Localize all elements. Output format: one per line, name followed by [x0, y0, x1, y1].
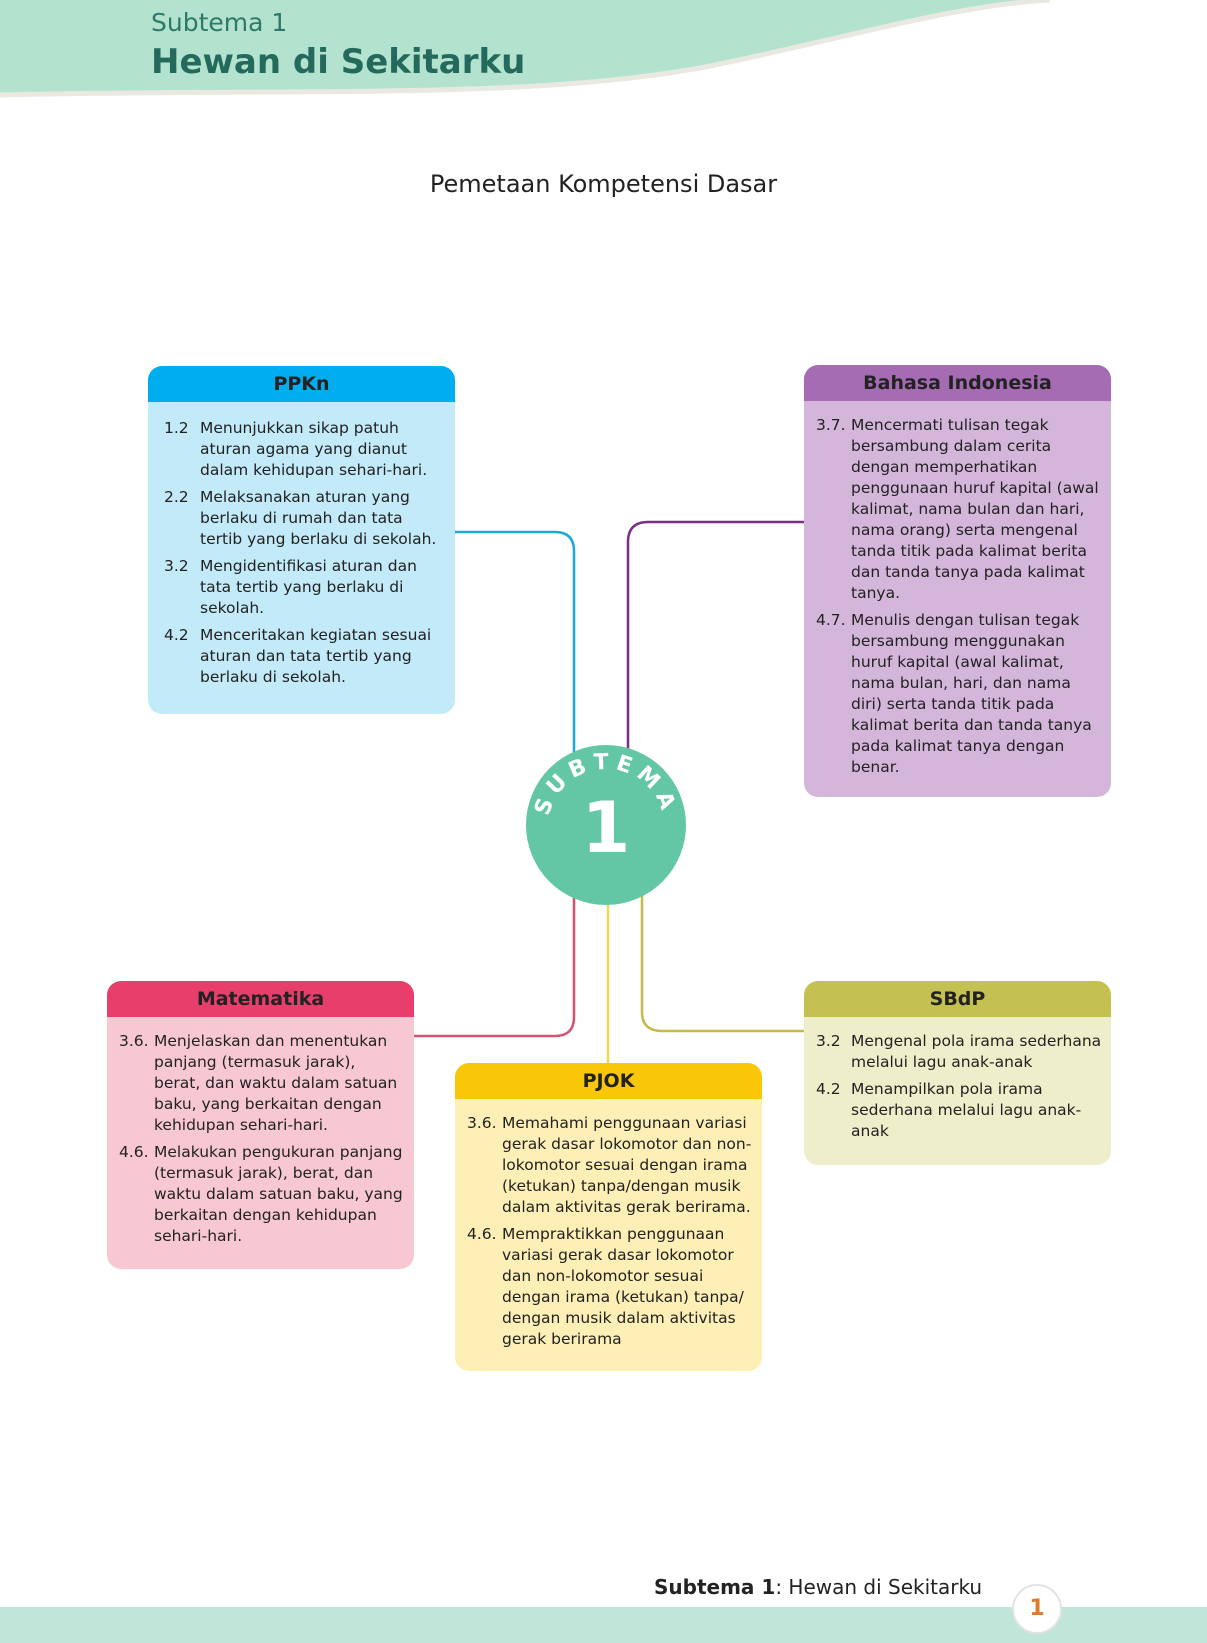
kd-number: 4.2 — [164, 626, 189, 644]
kd-text: Menulis dengan tulisan tegak bersambung … — [851, 611, 1092, 776]
kd-text: Menjelaskan dan menentukan panjang (term… — [154, 1032, 398, 1134]
header-wave — [0, 0, 1051, 98]
subtema-number: 1 — [581, 787, 631, 869]
kd-number: 1.2 — [164, 419, 189, 437]
card-sbdp-title: SBdP — [804, 981, 1111, 1017]
card-pjok: PJOK 3.6. Memahami penggunaan variasi ger… — [455, 1063, 762, 1371]
card-bahasa-indonesia: Bahasa Indonesia 3.7. Mencermati tulisan … — [804, 365, 1111, 797]
list-item: 4.2 Menampilkan pola irama sederhana mela… — [816, 1079, 1103, 1142]
list-item: 4.7. Menulis dengan tulisan tegak bersamb… — [816, 610, 1103, 778]
card-sbdp-body: 3.2 Mengenal pola irama sederhana melalui… — [804, 1017, 1111, 1165]
list-item: 2.2 Melaksanakan aturan yang berlaku di r… — [164, 487, 441, 550]
list-item: 3.2 Mengidentifikasi aturan dan tata tert… — [164, 556, 441, 619]
kd-number: 4.6. — [467, 1225, 497, 1243]
kd-number: 3.6. — [119, 1032, 149, 1050]
kd-text: Mengenal pola irama sederhana melalui la… — [851, 1032, 1102, 1071]
kd-text: Mencermati tulisan tegak bersambung dala… — [851, 416, 1099, 602]
card-bahasa-title: Bahasa Indonesia — [804, 365, 1111, 401]
card-bahasa-body: 3.7. Mencermati tulisan tegak bersambung … — [804, 401, 1111, 797]
kd-number: 4.7. — [816, 611, 846, 629]
kd-number: 2.2 — [164, 488, 189, 506]
kd-text: Menceritakan kegiatan sesuai aturan dan … — [200, 626, 432, 686]
list-item: 3.2 Mengenal pola irama sederhana melalui… — [816, 1031, 1103, 1073]
footer-band — [0, 1607, 1207, 1643]
kd-text: Memahami penggunaan variasi gerak dasar … — [502, 1114, 752, 1216]
list-item: 4.2 Menceritakan kegiatan sesuai aturan d… — [164, 625, 441, 688]
page-heading: Pemetaan Kompetensi Dasar — [429, 170, 778, 198]
connector-sbdp — [640, 895, 804, 1033]
kd-text: Melaksanakan aturan yang berlaku di ruma… — [200, 488, 437, 548]
subtema-arc-text: SUBTEMA — [530, 750, 676, 819]
card-ppkn: PPKn 1.2 Menunjukkan sikap patuh aturan a… — [148, 366, 455, 714]
kd-text: Mengidentifikasi aturan dan tata tertib … — [200, 557, 417, 617]
kd-text: Menunjukkan sikap patuh aturan agama yan… — [200, 419, 428, 479]
kd-text: Melakukan pengukuran panjang (termasuk j… — [154, 1143, 403, 1245]
footer-running-title: Subtema 1: Hewan di Sekitarku — [654, 1575, 982, 1599]
card-pjok-body: 3.6. Memahami penggunaan variasi gerak da… — [455, 1099, 762, 1371]
connector-bahasa — [626, 520, 804, 755]
page-number: 1 — [1012, 1584, 1062, 1634]
footer-bold: Subtema 1 — [654, 1575, 776, 1599]
card-pjok-title: PJOK — [455, 1063, 762, 1099]
kd-number: 3.2 — [164, 557, 189, 575]
list-item: 1.2 Menunjukkan sikap patuh aturan agama … — [164, 418, 441, 481]
list-item: 3.6. Menjelaskan dan menentukan panjang (… — [119, 1031, 404, 1136]
kd-number: 3.6. — [467, 1114, 497, 1132]
card-sbdp: SBdP 3.2 Mengenal pola irama sederhana me… — [804, 981, 1111, 1165]
kd-text: Mempraktikkan penggunaan variasi gerak d… — [502, 1225, 744, 1348]
footer-rest: : Hewan di Sekitarku — [775, 1575, 983, 1599]
list-item: 3.6. Memahami penggunaan variasi gerak da… — [467, 1113, 754, 1218]
list-item: 4.6. Mempraktikkan penggunaan variasi ger… — [467, 1224, 754, 1350]
card-ppkn-body: 1.2 Menunjukkan sikap patuh aturan agama … — [148, 402, 455, 714]
card-matematika: Matematika 3.6. Menjelaskan dan menentuka… — [107, 981, 414, 1269]
connector-matematika — [414, 895, 576, 1038]
connector-ppkn — [455, 530, 576, 755]
kd-number: 3.7. — [816, 416, 846, 434]
kd-text: Menampilkan pola irama sederhana melalui… — [851, 1080, 1082, 1140]
card-ppkn-title: PPKn — [148, 366, 455, 402]
card-matematika-body: 3.6. Menjelaskan dan menentukan panjang (… — [107, 1017, 414, 1269]
kd-number: 4.2 — [816, 1080, 841, 1098]
kd-number: 4.6. — [119, 1143, 149, 1161]
kd-number: 3.2 — [816, 1032, 841, 1050]
list-item: 3.7. Mencermati tulisan tegak bersambung … — [816, 415, 1103, 604]
card-matematika-title: Matematika — [107, 981, 414, 1017]
subtema-label: Subtema 1 — [151, 8, 288, 37]
list-item: 4.6. Melakukan pengukuran panjang (termas… — [119, 1142, 404, 1247]
subtema-badge: SUBTEMA 1 — [526, 745, 686, 905]
subtema-title: Hewan di Sekitarku — [151, 42, 526, 82]
